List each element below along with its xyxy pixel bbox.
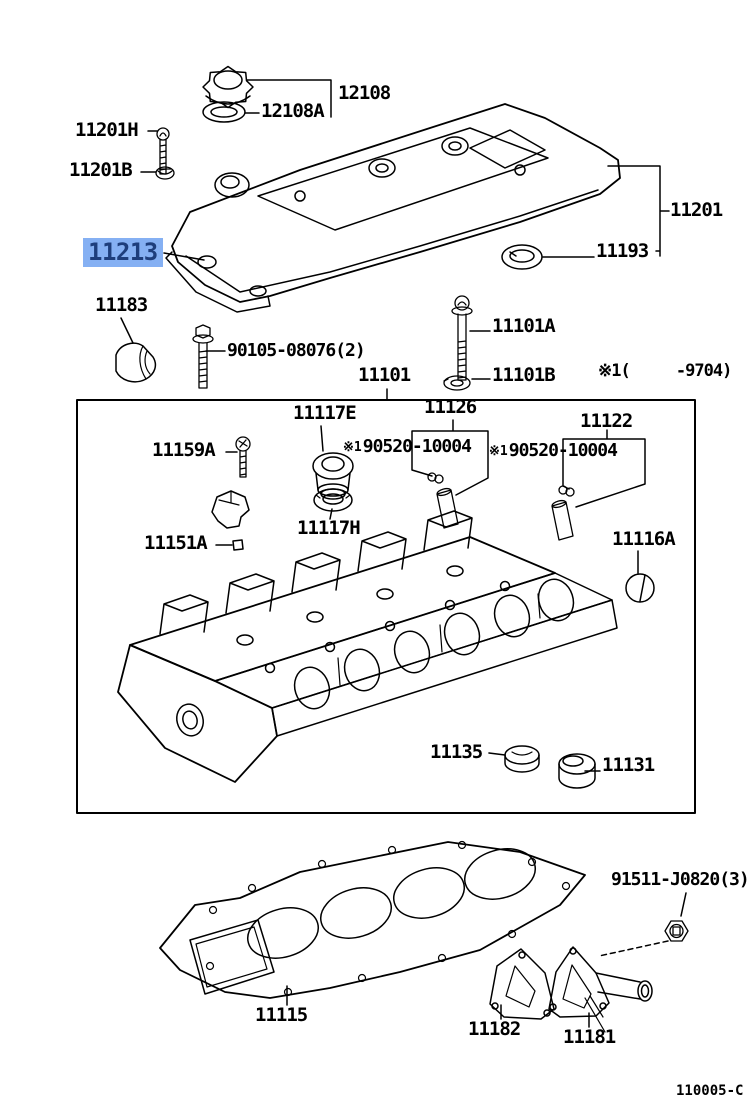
- part-label-11101[interactable]: 11101: [358, 364, 411, 386]
- part-label-11122[interactable]: 11122: [580, 410, 633, 432]
- valve-cover-drawing: [165, 103, 621, 313]
- nut-91511-drawing: [664, 920, 689, 942]
- plug-11183-drawing: [115, 342, 157, 383]
- tube-gasket-11117e-drawing: [312, 452, 354, 500]
- grommet-11201b-drawing: [155, 166, 175, 180]
- cylinder-head-drawing: [117, 510, 618, 783]
- water-outlet-11181-drawing: [548, 946, 653, 1033]
- part-label-11159a[interactable]: 11159A: [152, 439, 216, 461]
- plug-11135-drawing: [504, 745, 540, 773]
- bracket-11151a-drawing: [211, 490, 250, 551]
- seal-washer-11193-drawing: [501, 244, 543, 270]
- bolt-11159a-drawing: [235, 436, 251, 478]
- part-label-11117h[interactable]: 11117H: [297, 517, 361, 539]
- ref-number-a: 90520-10004: [362, 436, 472, 457]
- ref-number-b: 90520-10004: [508, 440, 618, 461]
- part-label-11201h[interactable]: 11201H: [75, 119, 139, 141]
- valve-guide-seal-drawings: [427, 472, 575, 541]
- part-label-11183[interactable]: 11183: [95, 294, 148, 316]
- part-label-91511-j0820[interactable]: 91511-J0820(3): [611, 869, 750, 890]
- part-label-11115[interactable]: 11115: [255, 1004, 308, 1026]
- part-label-12108a[interactable]: 12108A: [261, 100, 325, 122]
- part-label-11201[interactable]: 11201: [670, 199, 723, 221]
- cup-plug-11131-drawing: [558, 753, 596, 789]
- washer-11101b-drawing: [443, 375, 471, 391]
- availability-note: ※1( -9704): [598, 361, 732, 381]
- part-label-11135[interactable]: 11135: [430, 741, 483, 763]
- figure-code: 110005-C: [676, 1083, 744, 1099]
- head-gasket-drawing: [159, 840, 586, 999]
- cup-plug-11116a-drawing: [625, 573, 655, 603]
- part-label-11182[interactable]: 11182: [468, 1018, 521, 1040]
- ref-mark-a: ※1: [343, 440, 362, 455]
- part-label-11101b[interactable]: 11101B: [492, 364, 556, 386]
- cap-gasket-drawing: [202, 101, 246, 123]
- part-label-90105-08076[interactable]: 90105-08076(2): [227, 340, 366, 361]
- outlet-gasket-11182-drawing: [489, 948, 555, 1020]
- cover-gasket-11213-drawing: [197, 255, 217, 269]
- part-label-11181[interactable]: 11181: [563, 1026, 616, 1048]
- oil-filler-cap-drawing: [202, 65, 254, 109]
- bolt-11101a-drawing: [451, 295, 473, 381]
- dashed-leader-91511: [598, 940, 669, 957]
- part-label-11151a[interactable]: 11151A: [144, 532, 208, 554]
- part-label-12108[interactable]: 12108: [338, 82, 391, 104]
- part-label-11126[interactable]: 11126: [424, 396, 477, 418]
- part-label-11117e[interactable]: 11117E: [293, 402, 357, 424]
- bolt-90105-drawing: [192, 324, 214, 389]
- ref-mark-b: ※1: [489, 444, 508, 459]
- part-label-11213-selected[interactable]: 11213: [83, 238, 163, 267]
- subassembly-box: [76, 399, 696, 814]
- part-label-11101a[interactable]: 11101A: [492, 315, 556, 337]
- ring-11117h-drawing: [313, 488, 353, 512]
- part-label-11193[interactable]: 11193: [596, 240, 649, 262]
- part-label-11201b[interactable]: 11201B: [69, 159, 133, 181]
- part-label-11116a[interactable]: 11116A: [612, 528, 676, 550]
- part-label-11131[interactable]: 11131: [602, 754, 655, 776]
